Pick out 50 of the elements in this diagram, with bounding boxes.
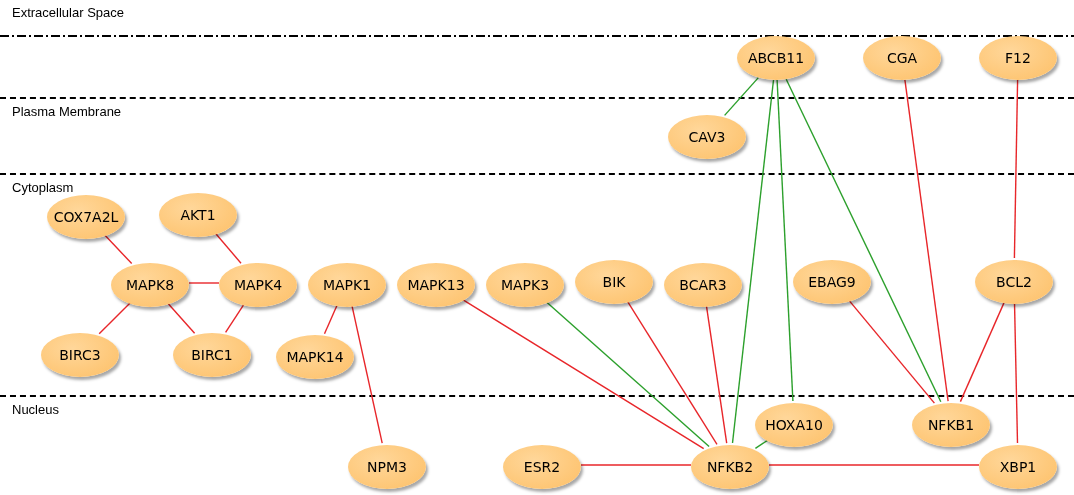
gene-node: MAPK13 [397,263,475,307]
gene-node: BIK [575,260,653,304]
gene-node: MAPK1 [308,263,386,307]
connector-line [351,304,383,444]
connector-line [1013,301,1019,444]
compartment-title: Extracellular Space [12,5,124,20]
connector-line [959,300,1006,403]
connector-line [98,301,132,335]
connector-line [580,464,692,466]
gene-node: AKT1 [159,193,237,237]
gene-node: COX7A2L [47,195,125,239]
connector-line [723,76,760,117]
connector-line [626,300,718,445]
connector-line [731,79,775,444]
connector-line [904,79,949,402]
connector-line [188,282,220,284]
connector-line [785,78,942,403]
compartment-title: Plasma Membrane [12,104,122,119]
connector-line [705,304,728,444]
connector-line [768,464,980,466]
gene-node: MAPK3 [486,263,564,307]
gene-node: EBAG9 [793,260,871,304]
gene-node: MAPK8 [111,263,189,307]
gene-node: NFKB2 [691,445,769,489]
gene-node: F12 [979,36,1057,80]
gene-node: CGA [863,36,941,80]
gene-node: MAPK14 [276,335,354,379]
gene-node: ESR2 [503,445,581,489]
gene-node: HOXA10 [755,403,833,447]
gene-node: MAPK4 [219,263,297,307]
gene-node: BCL2 [975,260,1053,304]
connector-line [545,300,710,448]
connector-line [166,302,196,334]
connector-line [103,233,133,265]
gene-node: BIRC3 [41,333,119,377]
gene-node: NFKB1 [912,403,990,447]
connector-line [776,79,794,402]
gene-node: XBP1 [979,445,1057,489]
connector-line [754,439,770,449]
gene-node: BCAR3 [664,263,742,307]
connector-line [1013,79,1019,259]
gene-node: NPM3 [348,445,426,489]
compartment-title: Nucleus [12,402,59,417]
connector-line [323,303,339,335]
gene-node: BIRC1 [173,333,251,377]
gene-node: CAV3 [668,115,746,159]
connector-line [214,232,242,264]
gene-node: ABCB11 [737,36,815,80]
connector-line [847,299,936,404]
compartment-title: Cytoplasm [12,180,74,195]
